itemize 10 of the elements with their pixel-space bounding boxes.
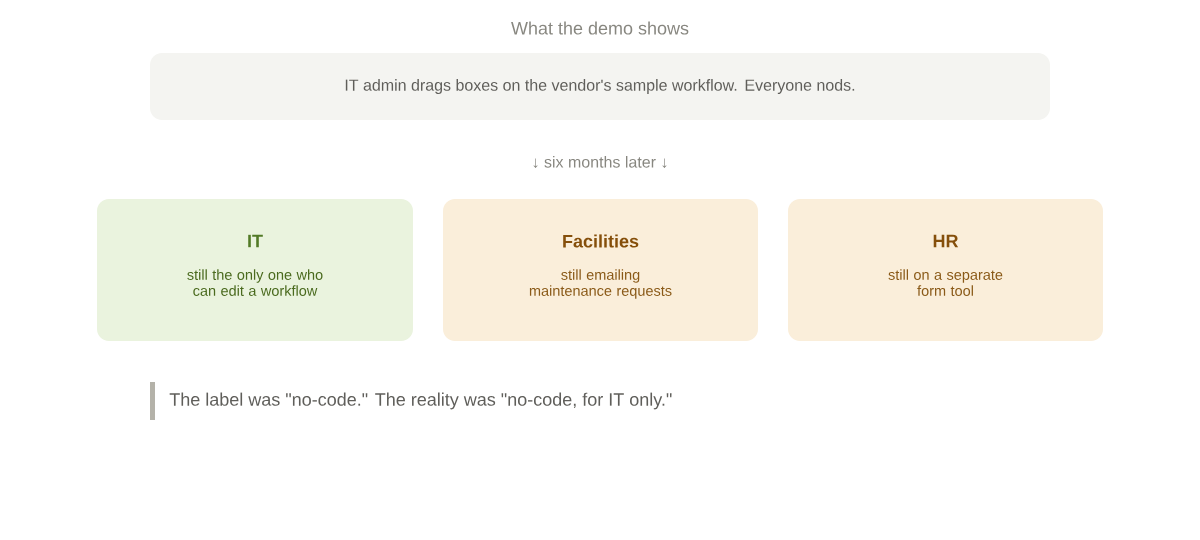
card-text: still emailing maintenance requests (529, 269, 672, 299)
card-heading: HR (933, 234, 959, 248)
panel-text: IT admin drags boxes on the vendor's sample workflow. Everyone nods. (345, 79, 855, 94)
card-heading: IT (248, 234, 263, 248)
card-heading: Facilities (563, 234, 639, 248)
pull-quote: The label was "no-code." The reality was "no-code, for IT only." (169, 392, 672, 410)
title: What the demo shows (511, 21, 689, 35)
transition-note: ↓ six months later ↓ (533, 156, 667, 169)
card-text: still on a separate form tool (888, 269, 1003, 296)
card-text: still the only one who can edit a workflow (187, 269, 323, 296)
